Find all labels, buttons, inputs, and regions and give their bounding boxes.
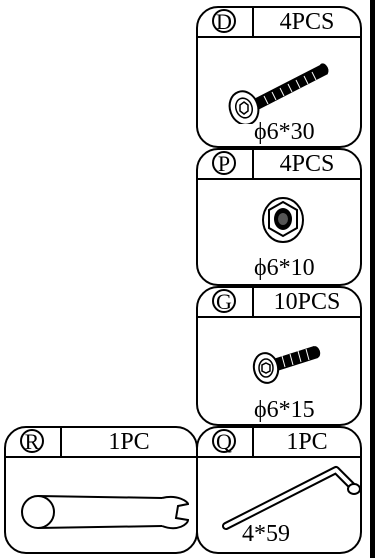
open-end-wrench-icon — [21, 495, 190, 530]
part-letter-cell: P — [198, 150, 254, 178]
part-letter: R — [20, 429, 44, 453]
short-bolt-icon — [252, 346, 321, 384]
part-letter: D — [212, 9, 236, 33]
part-quantity: 10PCS — [273, 289, 341, 315]
flange-nut-icon — [262, 197, 304, 243]
part-card-g: G 10PCS ϕ6*15 — [196, 286, 362, 426]
part-card-d: D 4PCS ϕ6*30 — [196, 6, 362, 148]
part-size: ϕ6*10 — [254, 255, 315, 281]
part-card-header: R 1PC — [6, 428, 196, 458]
part-letter-cell: Q — [198, 428, 254, 456]
allen-key-icon — [222, 466, 360, 530]
part-letter-cell: R — [6, 428, 62, 456]
part-size: 4*59 — [242, 521, 290, 547]
part-letter-cell: G — [198, 288, 254, 316]
part-card-q: Q 1PC 4*59 — [196, 426, 362, 554]
part-card-header: D 4PCS — [198, 8, 360, 38]
part-size: ϕ6*15 — [254, 397, 315, 423]
part-letter-cell: D — [198, 8, 254, 36]
part-size: ϕ6*30 — [254, 119, 315, 145]
long-bolt-icon — [228, 63, 329, 124]
part-letter: Q — [212, 429, 236, 453]
part-letter: P — [212, 151, 236, 175]
part-quantity: 1PC — [286, 429, 328, 455]
part-card-header: P 4PCS — [198, 150, 360, 180]
part-quantity: 1PC — [108, 429, 150, 455]
part-card-r: R 1PC — [4, 426, 198, 554]
part-letter: G — [212, 289, 236, 313]
right-edge-rail — [370, 0, 375, 558]
part-quantity: 4PCS — [279, 9, 335, 35]
part-card-header: G 10PCS — [198, 288, 360, 318]
part-quantity: 4PCS — [279, 151, 335, 177]
part-card-header: Q 1PC — [198, 428, 360, 458]
part-card-p: P 4PCS ϕ6*10 — [196, 148, 362, 286]
